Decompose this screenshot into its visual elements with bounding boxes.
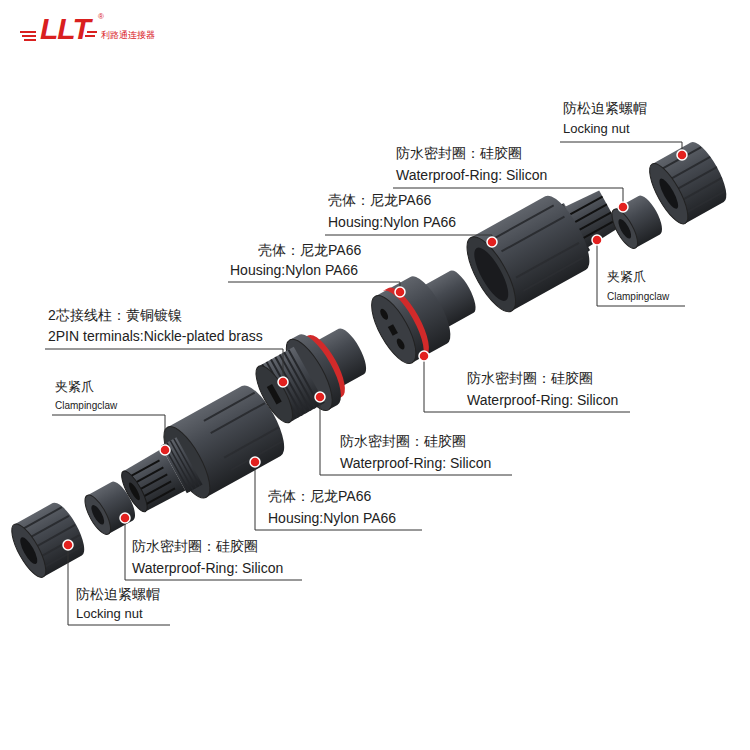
part-name-en: Housing:Nylon PA66 [230,262,358,278]
part-name-en: Clampingclaw [607,291,669,303]
female-insert [363,254,488,371]
part-name-en: Housing:Nylon PA66 [328,214,456,230]
part-name-cn: 防松迫紧螺帽 [76,586,160,602]
male-insert [245,312,378,434]
part-name-en: Locking nut [76,607,143,622]
part-name-cn: 夹紧爪 [55,380,94,395]
part-name-cn: 壳体：尼龙PA66 [328,192,431,208]
part-name-en: 2PIN terminals:Nickle-plated brass [48,328,263,344]
cable-housing [458,172,630,318]
logo-company: 利路通连接器 [101,31,155,40]
part-name-cn: 防水密封圈：硅胶圈 [396,145,522,161]
seal-ring [607,192,667,252]
part-name-cn: 防松迫紧螺帽 [563,100,647,116]
logo-mark: LLT [40,14,90,44]
part-name-cn: 壳体：尼龙PA66 [258,242,361,258]
part-name-en: Waterproof-Ring: Silicon [467,392,618,408]
locking-nut [643,137,734,228]
part-name-cn: 2芯接线柱：黄铜镀镍 [48,307,182,323]
leader-lines [45,142,685,625]
callout-dots [63,150,687,550]
part-name-cn: 防水密封圈：硅胶圈 [132,538,258,554]
part-name-cn: 防水密封圈：硅胶圈 [467,370,593,386]
locking-nut [5,498,90,582]
part-name-en: Waterproof-Ring: Silicon [396,167,547,183]
part-name-en: Waterproof-Ring: Silicon [132,560,283,576]
part-name-cn: 夹紧爪 [607,270,646,285]
logo-registered: ® [98,13,104,21]
part-name-en: Locking nut [563,122,630,137]
part-name-cn: 防水密封圈：硅胶圈 [340,433,466,449]
part-name-cn: 壳体：尼龙PA66 [268,488,371,504]
part-name-en: Waterproof-Ring: Silicon [340,455,491,471]
part-name-en: Housing:Nylon PA66 [268,510,396,526]
cable-housing [109,379,293,529]
part-name-en: Clampingclaw [55,400,117,412]
